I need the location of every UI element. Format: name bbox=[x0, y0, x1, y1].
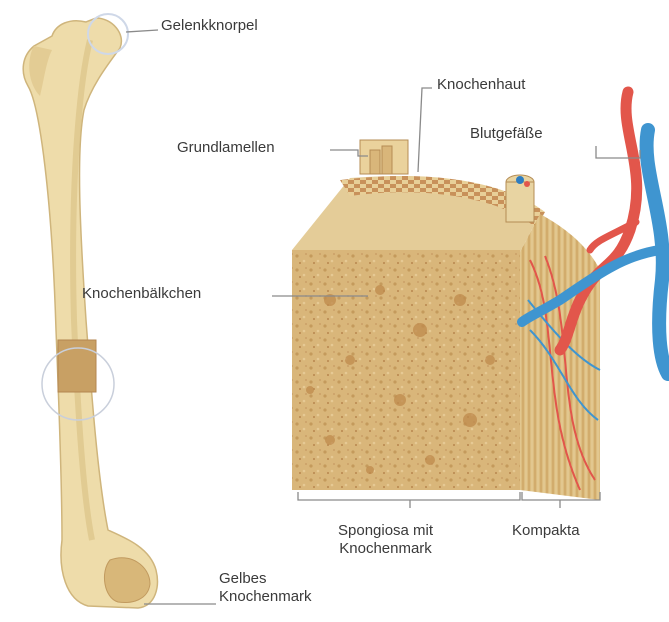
label-spongiosa-line2: Knochenmark bbox=[338, 540, 433, 558]
label-grundlamellen: Grundlamellen bbox=[177, 139, 275, 157]
leader-knochenhaut bbox=[418, 88, 432, 172]
leader-gelenkknorpel bbox=[126, 30, 158, 32]
label-kompakta: Kompakta bbox=[512, 522, 580, 540]
label-gelbes-knochenmark: Gelbes Knochenmark bbox=[219, 570, 312, 606]
spongiosa-face bbox=[292, 250, 520, 490]
label-gelbes-line1: Gelbes bbox=[219, 570, 312, 588]
label-gelenkknorpel: Gelenkknorpel bbox=[161, 17, 258, 35]
label-knochenbaelkchen: Knochenbälkchen bbox=[82, 285, 201, 303]
kompakta-face bbox=[520, 214, 600, 500]
label-blutgefaesse: Blutgefäße bbox=[470, 125, 543, 143]
femur-bone bbox=[23, 14, 157, 608]
label-gelbes-line2: Knochenmark bbox=[219, 588, 312, 606]
label-knochenhaut: Knochenhaut bbox=[437, 76, 525, 94]
bone-cross-section bbox=[292, 140, 600, 500]
bracket-spongiosa bbox=[298, 492, 520, 500]
label-spongiosa-line1: Spongiosa mit bbox=[338, 522, 433, 540]
label-spongiosa: Spongiosa mit Knochenmark bbox=[338, 522, 433, 558]
